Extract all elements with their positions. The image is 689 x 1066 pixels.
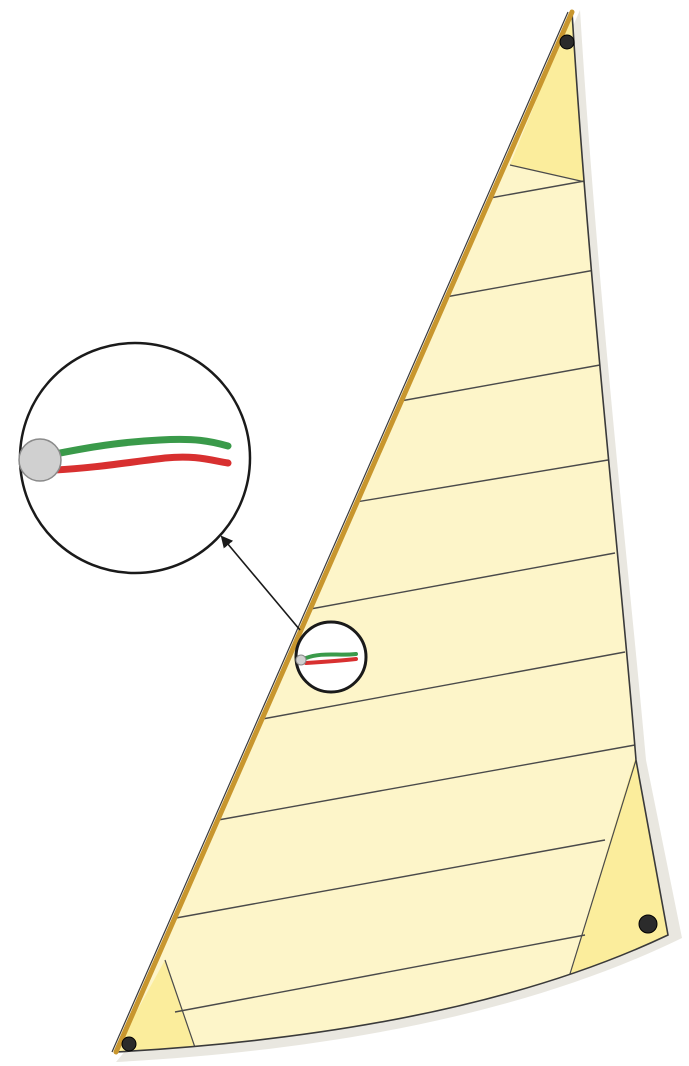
head-grommet-icon <box>560 35 574 49</box>
telltale-magnified-callout <box>19 343 250 573</box>
clew-grommet-icon <box>639 915 657 933</box>
callout-arrow <box>222 537 300 630</box>
tack-grommet-icon <box>122 1037 136 1051</box>
telltale-attachment-small-icon <box>296 655 306 665</box>
telltale-attachment-icon <box>19 439 61 481</box>
telltale-small-callout <box>296 622 366 692</box>
